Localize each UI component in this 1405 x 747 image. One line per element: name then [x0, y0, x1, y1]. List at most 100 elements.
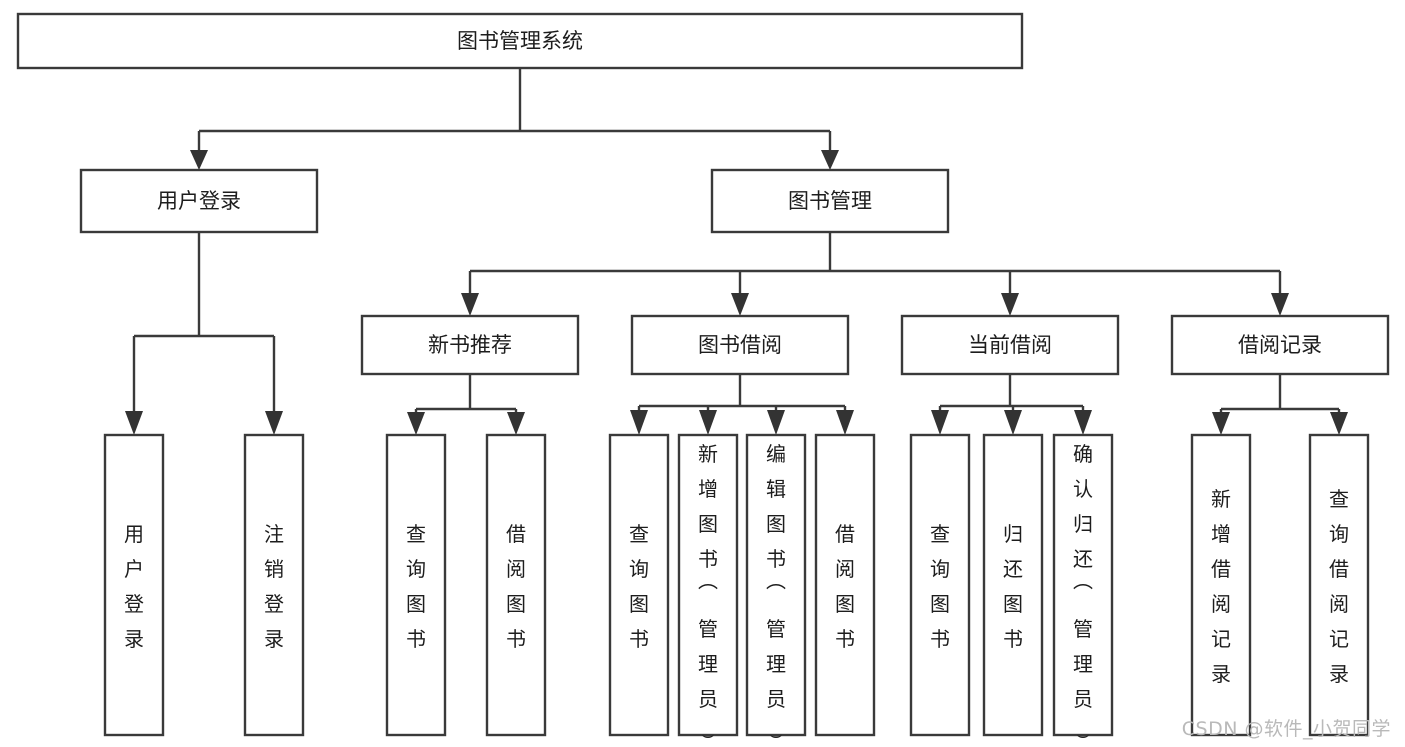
node-root-label: 图书管理系统: [457, 29, 583, 53]
glyph: 管: [1073, 617, 1093, 641]
node-book-borrow[interactable]: 图书借阅: [630, 314, 850, 376]
node-leaf-query-book-1-box[interactable]: [385, 433, 447, 737]
node-leaf-return-book-label: 归还图书: [1003, 522, 1023, 651]
node-leaf-borrow-book-1-label: 借阅图书: [506, 522, 526, 651]
glyph: 查: [406, 522, 426, 546]
glyph: 书: [629, 627, 649, 651]
node-leaf-borrow-book-2-box[interactable]: [814, 433, 876, 737]
node-leaf-add-book-admin-box[interactable]: [677, 433, 739, 737]
node-leaf-query-borrow-record[interactable]: 查询借阅记录: [1308, 433, 1370, 737]
glyph: 书: [406, 627, 426, 651]
node-leaf-query-book-1-label: 查询图书: [406, 522, 426, 651]
node-leaf-user-login-label: 用户登录: [124, 522, 144, 651]
node-leaf-confirm-return-admin[interactable]: 确认归还⌒管理员⌣: [1052, 433, 1114, 746]
glyph: 图: [930, 592, 950, 616]
glyph: 增: [1211, 522, 1231, 546]
node-borrow-record-box[interactable]: [1170, 314, 1390, 376]
glyph: 记: [1211, 627, 1231, 651]
node-leaf-logout-login[interactable]: 注销登录: [243, 433, 305, 737]
node-current-borrow[interactable]: 当前借阅: [900, 314, 1120, 376]
node-leaf-edit-book-admin[interactable]: 编辑图书⌒管理员⌣: [745, 433, 807, 746]
node-leaf-query-book-3-box[interactable]: [909, 433, 971, 737]
node-user-login[interactable]: 用户登录: [79, 168, 319, 234]
arrowhead-user-login: [190, 150, 208, 170]
glyph: 书: [766, 547, 786, 571]
node-leaf-query-book-2-label: 查询图书: [629, 522, 649, 651]
node-leaf-query-book-2-box[interactable]: [608, 433, 670, 737]
node-new-book-recommend[interactable]: 新书推荐: [360, 314, 580, 376]
glyph: 借: [1211, 557, 1231, 581]
node-leaf-logout-login-box[interactable]: [243, 433, 305, 737]
glyph: 录: [1211, 662, 1231, 686]
glyph: 借: [835, 522, 855, 546]
glyph: 图: [406, 592, 426, 616]
node-leaf-query-book-3-label: 查询图书: [930, 522, 950, 651]
glyph: ⌒: [1073, 582, 1093, 606]
node-current-borrow-box[interactable]: [900, 314, 1120, 376]
arrowhead-leaf-edit-book-admin: [767, 410, 785, 435]
arrowhead-book-borrow: [731, 293, 749, 316]
glyph: 书: [835, 627, 855, 651]
node-leaf-return-book[interactable]: 归还图书: [982, 433, 1044, 737]
node-leaf-edit-book-admin-label: 编辑图书⌒管理员⌣: [766, 442, 786, 746]
glyph: 阅: [835, 557, 855, 581]
glyph: 图: [1003, 592, 1023, 616]
node-leaf-return-book-box[interactable]: [982, 433, 1044, 737]
node-leaf-add-book-admin[interactable]: 新增图书⌒管理员⌣: [677, 433, 739, 746]
glyph: ⌣: [1076, 722, 1089, 746]
glyph: 理: [766, 652, 786, 676]
glyph: ⌒: [766, 582, 786, 606]
node-book-borrow-box[interactable]: [630, 314, 850, 376]
glyph: 归: [1073, 512, 1093, 536]
glyph: ⌣: [701, 722, 714, 746]
node-leaf-borrow-book-1[interactable]: 借阅图书: [485, 433, 547, 737]
glyph: 员: [1073, 687, 1093, 711]
glyph: 还: [1003, 557, 1023, 581]
node-leaf-confirm-return-admin-box[interactable]: [1052, 433, 1114, 737]
node-leaf-add-borrow-record[interactable]: 新增借阅记录: [1190, 433, 1252, 737]
glyph: 用: [124, 522, 144, 546]
arrowhead-leaf-logout-login: [265, 411, 283, 435]
arrowhead-book-management: [821, 150, 839, 170]
glyph: 员: [766, 687, 786, 711]
node-new-book-recommend-box[interactable]: [360, 314, 580, 376]
glyph: 增: [698, 477, 718, 501]
node-leaf-add-book-admin-label: 新增图书⌒管理员⌣: [698, 442, 718, 746]
node-leaf-borrow-book-2[interactable]: 借阅图书: [814, 433, 876, 737]
glyph: 询: [1329, 522, 1349, 546]
node-new-book-recommend-label: 新书推荐: [428, 333, 512, 357]
glyph: 新: [1211, 487, 1231, 511]
node-root[interactable]: 图书管理系统: [16, 12, 1024, 70]
node-leaf-add-borrow-record-label: 新增借阅记录: [1211, 487, 1231, 686]
glyph: 图: [629, 592, 649, 616]
glyph: 新: [698, 442, 718, 466]
glyph: 图: [835, 592, 855, 616]
glyph: 借: [1329, 557, 1349, 581]
arrowhead-leaf-query-borrow-record: [1330, 412, 1348, 435]
node-leaf-query-book-3[interactable]: 查询图书: [909, 433, 971, 737]
node-book-management-box[interactable]: [710, 168, 950, 234]
node-leaf-borrow-book-1-box[interactable]: [485, 433, 547, 737]
arrowhead-leaf-borrow-book-1: [507, 412, 525, 435]
node-leaf-user-login-box[interactable]: [103, 433, 165, 737]
node-leaf-query-book-2[interactable]: 查询图书: [608, 433, 670, 737]
node-leaf-query-book-1[interactable]: 查询图书: [385, 433, 447, 737]
glyph: 确: [1073, 442, 1093, 466]
node-borrow-record[interactable]: 借阅记录: [1170, 314, 1390, 376]
node-leaf-edit-book-admin-box[interactable]: [745, 433, 807, 737]
node-root-box[interactable]: [16, 12, 1024, 70]
glyph: 辑: [766, 477, 786, 501]
node-leaf-add-borrow-record-box[interactable]: [1190, 433, 1252, 737]
node-book-management[interactable]: 图书管理: [710, 168, 950, 234]
node-leaf-query-borrow-record-box[interactable]: [1308, 433, 1370, 737]
node-book-management-label: 图书管理: [788, 189, 872, 213]
glyph: 理: [1073, 652, 1093, 676]
node-leaf-user-login[interactable]: 用户登录: [103, 433, 165, 737]
glyph: 询: [930, 557, 950, 581]
connector-layer: [125, 68, 1348, 435]
glyph: 录: [124, 627, 144, 651]
node-current-borrow-label: 当前借阅: [968, 333, 1052, 357]
node-user-login-box[interactable]: [79, 168, 319, 234]
